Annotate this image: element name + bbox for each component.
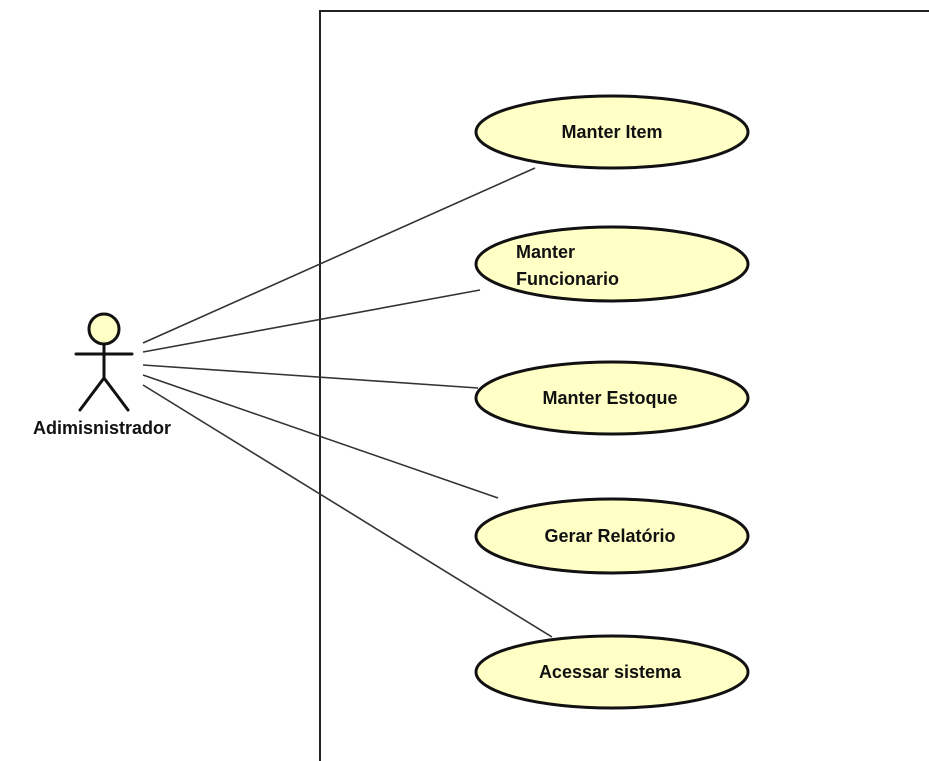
system-boundary [319,10,929,761]
use-case-manter-funcionario[interactable]: Manter Funcionario [474,225,750,303]
association-line-gerar-relatorio [142,374,499,499]
use-case-manter-estoque[interactable]: Manter Estoque [474,360,750,436]
actor-figure [74,312,134,412]
use-case-ellipse[interactable] [474,360,750,436]
use-case-label-line-2: Funcionario [516,269,619,289]
use-case-label: Manter Item [561,122,662,142]
association-line-manter-estoque [142,364,479,389]
association-line-manter-funcionario [142,289,481,353]
use-case-ellipse[interactable] [474,497,750,575]
actor-head [87,312,121,346]
association-line-manter-item [142,167,536,344]
use-case-ellipse[interactable] [474,94,750,170]
use-case-manter-item[interactable]: Manter Item [474,94,750,170]
use-case-gerar-relatorio[interactable]: Gerar Relatório [474,497,750,575]
use-case-label-line-1: Manter [516,242,575,262]
use-case-label: Acessar sistema [539,662,682,682]
use-case-ellipse[interactable] [474,225,750,303]
actor-left-leg [78,376,106,412]
use-case-label: Manter Estoque [542,388,677,408]
use-case-ellipse[interactable] [474,634,750,710]
use-case-label: Gerar Relatório [544,526,675,546]
association-line-acessar-sistema [142,384,553,638]
actor-right-leg [102,376,130,412]
use-case-acessar-sistema[interactable]: Acessar sistema [474,634,750,710]
actor-label: Adimisnistrador [33,418,171,438]
